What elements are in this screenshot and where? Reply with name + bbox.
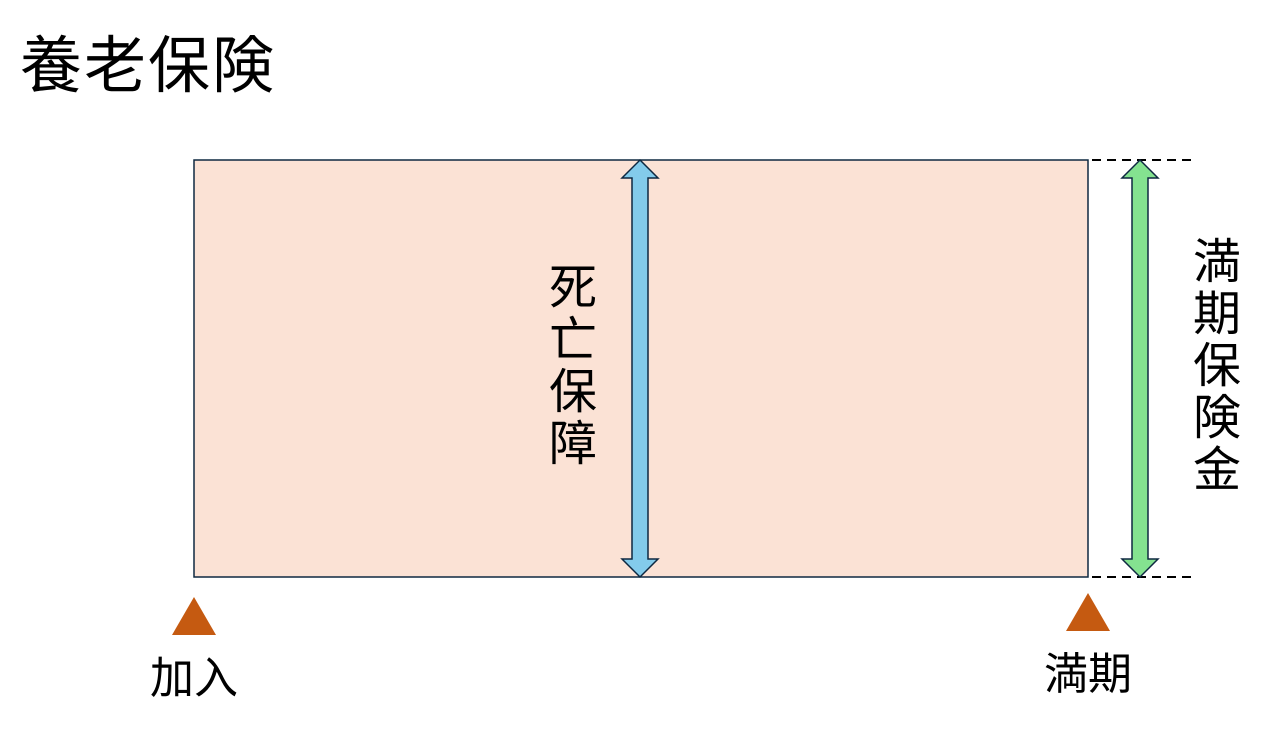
death-coverage-label: 死亡保障 xyxy=(540,262,596,470)
start-marker-triangle xyxy=(172,597,216,635)
maturity-benefit-label: 満期保険金 xyxy=(1184,236,1240,496)
maturity-marker-triangle xyxy=(1066,593,1110,631)
maturity-benefit-arrow xyxy=(1120,158,1160,579)
maturity-label: 満期 xyxy=(1044,649,1132,700)
page-title: 養老保険 xyxy=(20,29,277,102)
start-label: 加入 xyxy=(150,653,238,704)
death-coverage-arrow xyxy=(620,158,660,579)
